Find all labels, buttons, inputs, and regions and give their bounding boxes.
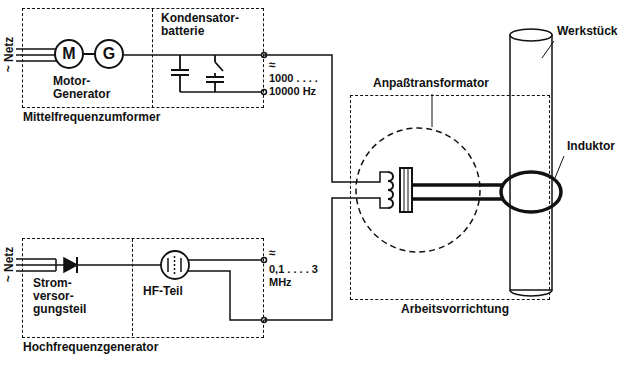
generator-group: Strom- versor- gungsteilHF-TeilHochfrequ… <box>22 238 264 338</box>
terminal <box>262 90 267 95</box>
workpiece-top <box>510 29 552 41</box>
part-label: Induktor <box>566 140 616 153</box>
machine-letter: M <box>54 39 84 69</box>
mains-label: ~ Netz <box>3 32 16 78</box>
part-label: Anpaßtransformator <box>372 77 490 90</box>
tube-grid <box>174 256 176 274</box>
part-label: Werkstück <box>556 25 618 38</box>
capacitor-section: Kondensator- batterie <box>153 9 262 106</box>
ac-symbol: ≈ <box>268 59 277 72</box>
section-label: Motor- Generator <box>53 75 133 101</box>
feed-line <box>264 198 350 320</box>
frequency-range: 0,1 . . . . 3 MHz <box>268 263 330 289</box>
section-label: Strom- versor- gungsteil <box>33 277 103 316</box>
motor-generator-section: MG Motor- Generator <box>23 9 153 108</box>
transformer-core <box>400 168 412 212</box>
tube-symbol <box>161 251 189 279</box>
mains-label: ~ Netz <box>3 242 16 288</box>
switched-capacitor-symbol <box>206 55 224 92</box>
leader-line <box>432 94 433 127</box>
bus-rail <box>180 91 264 93</box>
group-title: Mittelfrequenzumformer <box>23 111 160 124</box>
terminal <box>262 258 267 263</box>
frequency-range: 1000 . . . . 10000 Hz <box>268 72 330 98</box>
wire <box>77 264 161 266</box>
leader-line <box>555 156 564 178</box>
capacitor-symbol <box>171 55 189 92</box>
section-label: HF-Teil <box>143 285 223 298</box>
mains-lines <box>16 259 64 271</box>
coil-symbol <box>388 172 393 208</box>
core-hatching <box>404 168 408 212</box>
feed-line <box>264 55 350 182</box>
bus-rail <box>124 54 264 56</box>
hf-section: HF-Teil <box>133 239 262 336</box>
circuit-drawing <box>16 29 564 323</box>
power-supply-section: Strom- versor- gungsteil <box>23 239 133 336</box>
ac-symbol: ≈ <box>268 247 277 260</box>
shaft-line <box>84 53 94 55</box>
generator-circle: G <box>94 39 124 69</box>
group-title: Hochfrequenzgenerator <box>23 341 158 354</box>
work-station-group: Arbeitsvorrichtung <box>350 95 550 300</box>
inductor-loop <box>501 172 561 212</box>
converter-group: MG Motor- Generator Kondensator- batterie M… <box>22 8 264 108</box>
circle-outline <box>95 40 123 68</box>
wire <box>187 260 264 320</box>
workpiece-cylinder <box>510 35 552 290</box>
group-title: Arbeitsvorrichtung <box>401 303 509 316</box>
inductor-lead <box>412 185 503 199</box>
transformer-outline <box>356 128 480 252</box>
motor-circle: M <box>54 39 84 69</box>
leader-line <box>542 41 554 58</box>
section-label: Kondensator- batterie <box>161 12 259 38</box>
diode-symbol <box>64 258 77 272</box>
workpiece-bottom <box>510 290 552 296</box>
circle-outline <box>55 40 83 68</box>
machine-letter: G <box>94 39 124 69</box>
